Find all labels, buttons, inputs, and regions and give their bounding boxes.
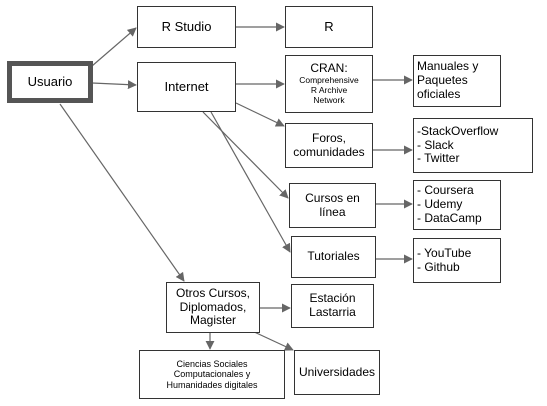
node-r: R [285,6,373,48]
node-tutoriales-list: - YouTube - Github [413,238,501,283]
node-foros: Foros, comunidades [285,123,373,168]
edge-usuario-internet [91,80,137,90]
edge-internet-foros [235,102,285,127]
node-internet: Internet [137,62,236,112]
cran-title: CRAN: [310,61,348,76]
node-universidades: Universidades [294,350,380,395]
node-cran: CRAN: Comprehensive R Archive Network [285,55,373,113]
node-rstudio: R Studio [137,6,236,48]
node-otros: Otros Cursos, Diplomados, Magister [166,282,260,333]
node-cursos-list: - Coursera - Udemy - DataCamp [413,180,501,230]
edge-usuario-otros [59,103,185,282]
edge-internet-cursos [202,111,289,199]
edge-otros-universidades [249,329,294,351]
node-foros-list: -StackOverflow - Slack - Twitter [413,118,533,173]
node-ciencias: Ciencias Sociales Computacionales y Huma… [139,350,285,399]
node-usuario: Usuario [7,61,93,103]
node-manuales: Manuales y Paquetes oficiales [413,55,501,107]
edge-usuario-rstudio [91,27,137,67]
node-estacion: Estación Lastarria [291,284,374,328]
cran-subtitle: Comprehensive R Archive Network [299,75,359,105]
edge-internet-tutoriales [210,111,291,253]
node-cursos: Cursos en línea [289,183,376,228]
node-tutoriales: Tutoriales [291,236,376,278]
